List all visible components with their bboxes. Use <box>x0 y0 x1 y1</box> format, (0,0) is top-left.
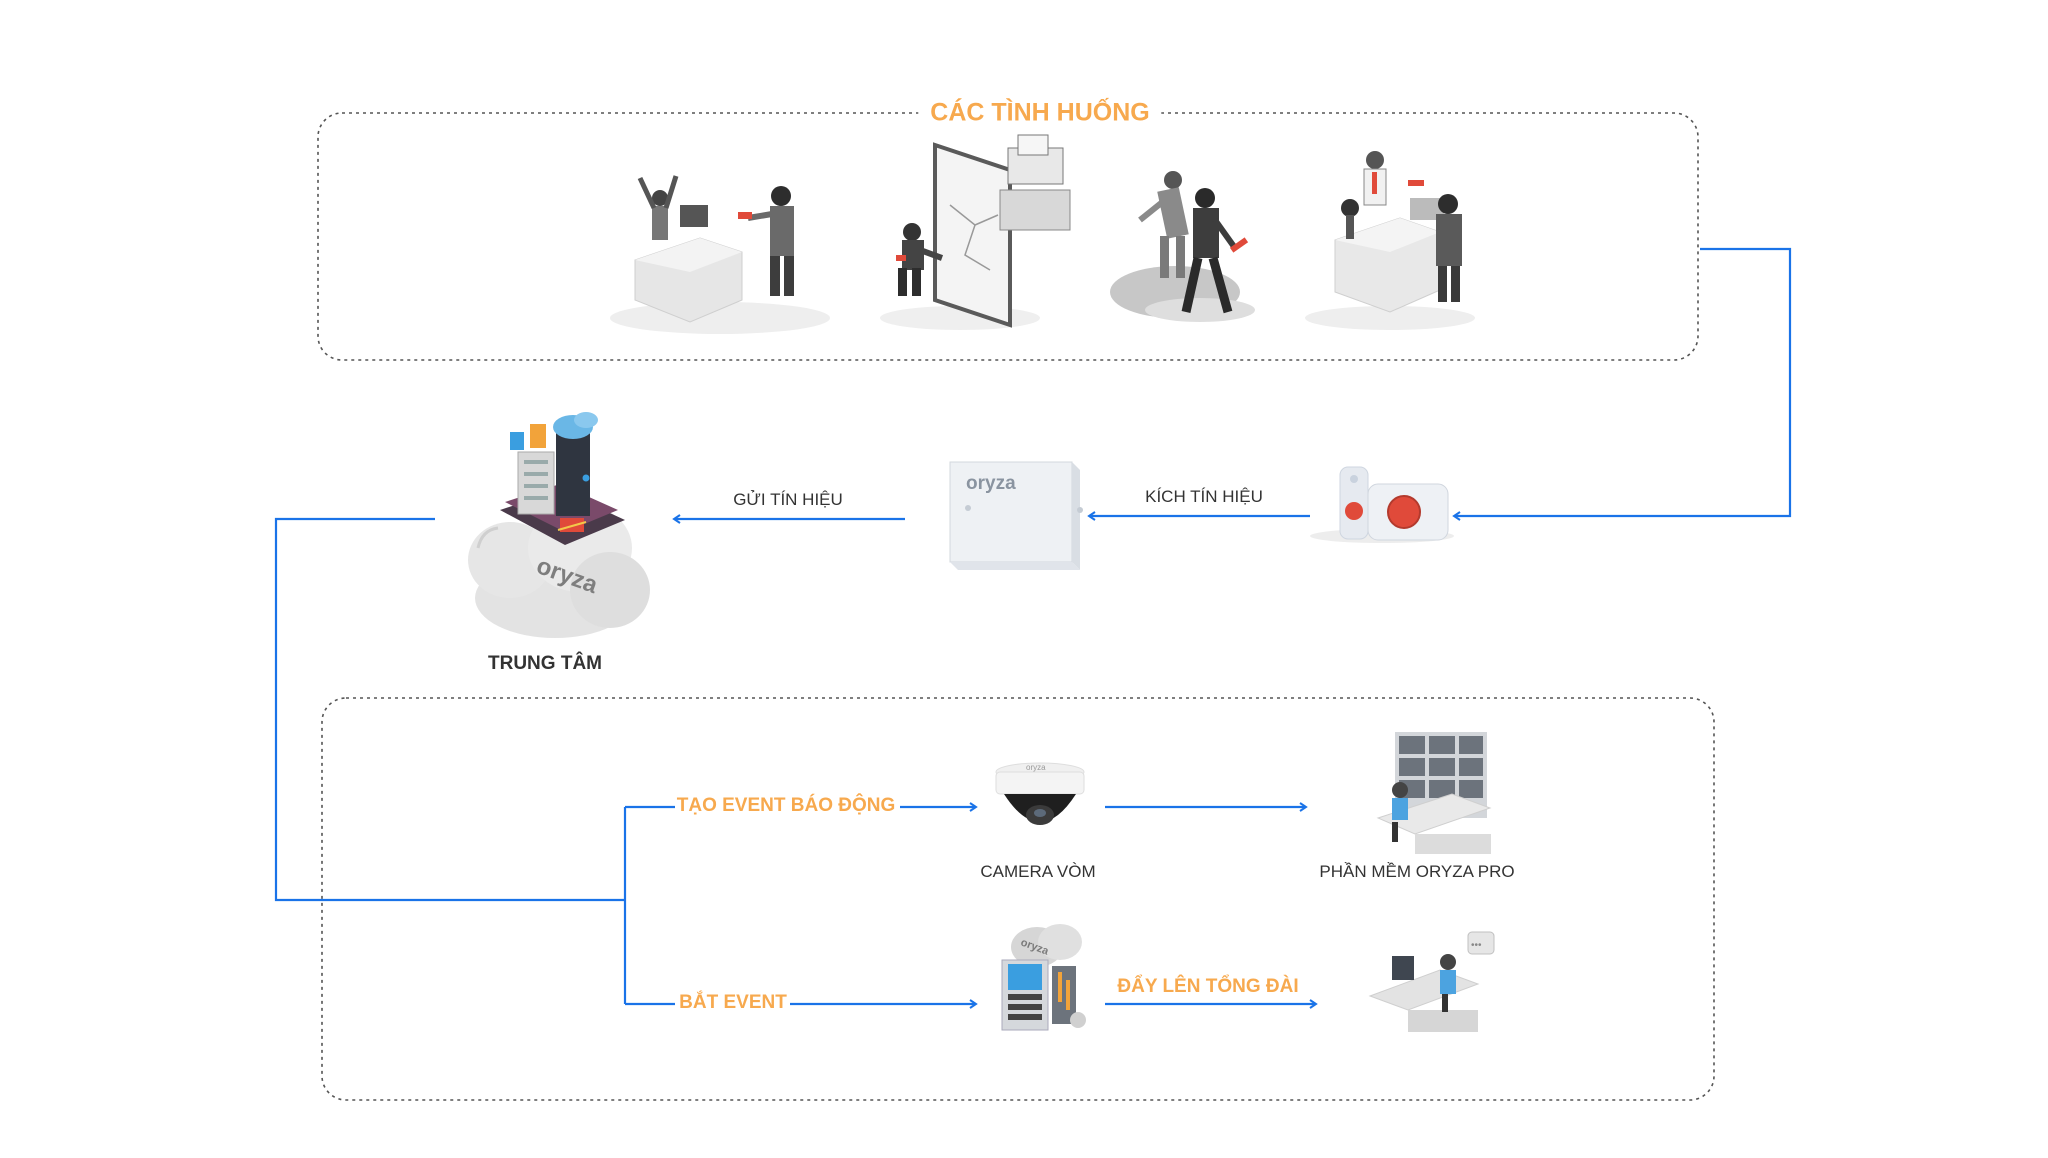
center-to-branch-line <box>274 517 625 902</box>
cloud-datacenter-icon: oryza <box>468 412 650 638</box>
center-label: TRUNG TÂM <box>488 653 602 674</box>
monitoring-desk-icon <box>1376 732 1492 854</box>
glass-break-theft-icon <box>880 134 1071 330</box>
catch-event-label: BẮT EVENT <box>679 992 787 1013</box>
operator-desk-icon: ••• <box>1368 931 1495 1032</box>
svg-text:oryza: oryza <box>966 473 1016 494</box>
assault-icon <box>1110 171 1255 322</box>
send-signal-label: GỬI TÍN HIỆU <box>733 490 843 509</box>
scenarios-to-button-line <box>1452 247 1792 521</box>
cashier-robbery-icon <box>610 175 830 334</box>
oryza-alarm-box-icon: oryza <box>949 461 1083 570</box>
jewelry-counter-robbery-icon <box>1305 151 1475 330</box>
svg-text:•••: ••• <box>1471 940 1482 951</box>
create-alarm-event-label: TẠO EVENT BÁO ĐỘNG <box>676 795 896 816</box>
cloud-server-icon: oryza <box>1001 924 1086 1031</box>
push-to-switchboard-label: ĐẨY LÊN TỔNG ĐÀI <box>1117 976 1299 997</box>
dome-camera-label: CAMERA VÒM <box>980 862 1096 881</box>
response-frame <box>321 697 1715 1101</box>
panic-button-icon <box>1310 466 1454 543</box>
trigger-signal-label: KÍCH TÍN HIỆU <box>1145 487 1263 506</box>
dome-camera-icon: oryza <box>995 762 1085 825</box>
scenarios-title: CÁC TÌNH HUỐNG <box>918 98 1162 128</box>
svg-text:oryza: oryza <box>1026 763 1046 772</box>
oryza-pro-software-label: PHẦN MỀM ORYZA PRO <box>1319 862 1515 881</box>
